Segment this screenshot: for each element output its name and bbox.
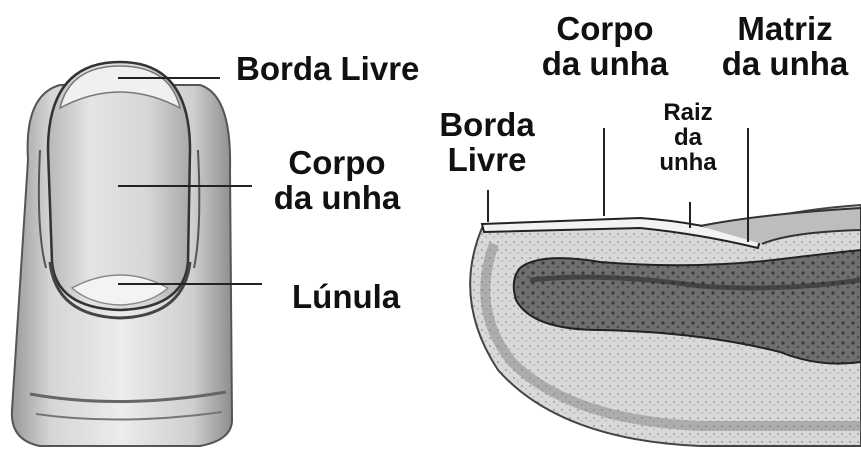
label-matrix-line1: Matriz xyxy=(712,12,858,47)
finger-dorsal-view xyxy=(12,62,262,446)
label-root-line2: da xyxy=(640,125,736,150)
label-free-edge-section-line1: Borda xyxy=(428,108,546,143)
label-free-edge: Borda Livre xyxy=(236,52,419,87)
label-nail-body-line2: da unha xyxy=(262,181,412,216)
label-nail-body-line1: Corpo xyxy=(262,146,412,181)
label-root: Raiz da unha xyxy=(640,100,736,176)
label-free-edge-section: Borda Livre xyxy=(428,108,546,177)
label-root-line3: unha xyxy=(640,150,736,175)
label-nail-body-section: Corpo da unha xyxy=(530,12,680,81)
label-free-edge-section-line2: Livre xyxy=(428,143,546,178)
label-nail-body: Corpo da unha xyxy=(262,146,412,215)
label-matrix-line2: da unha xyxy=(712,47,858,82)
label-nail-body-section-line1: Corpo xyxy=(530,12,680,47)
label-matrix: Matriz da unha xyxy=(712,12,858,81)
label-root-line1: Raiz xyxy=(640,100,736,125)
label-nail-body-section-line2: da unha xyxy=(530,47,680,82)
label-lunula: Lúnula xyxy=(292,280,400,315)
